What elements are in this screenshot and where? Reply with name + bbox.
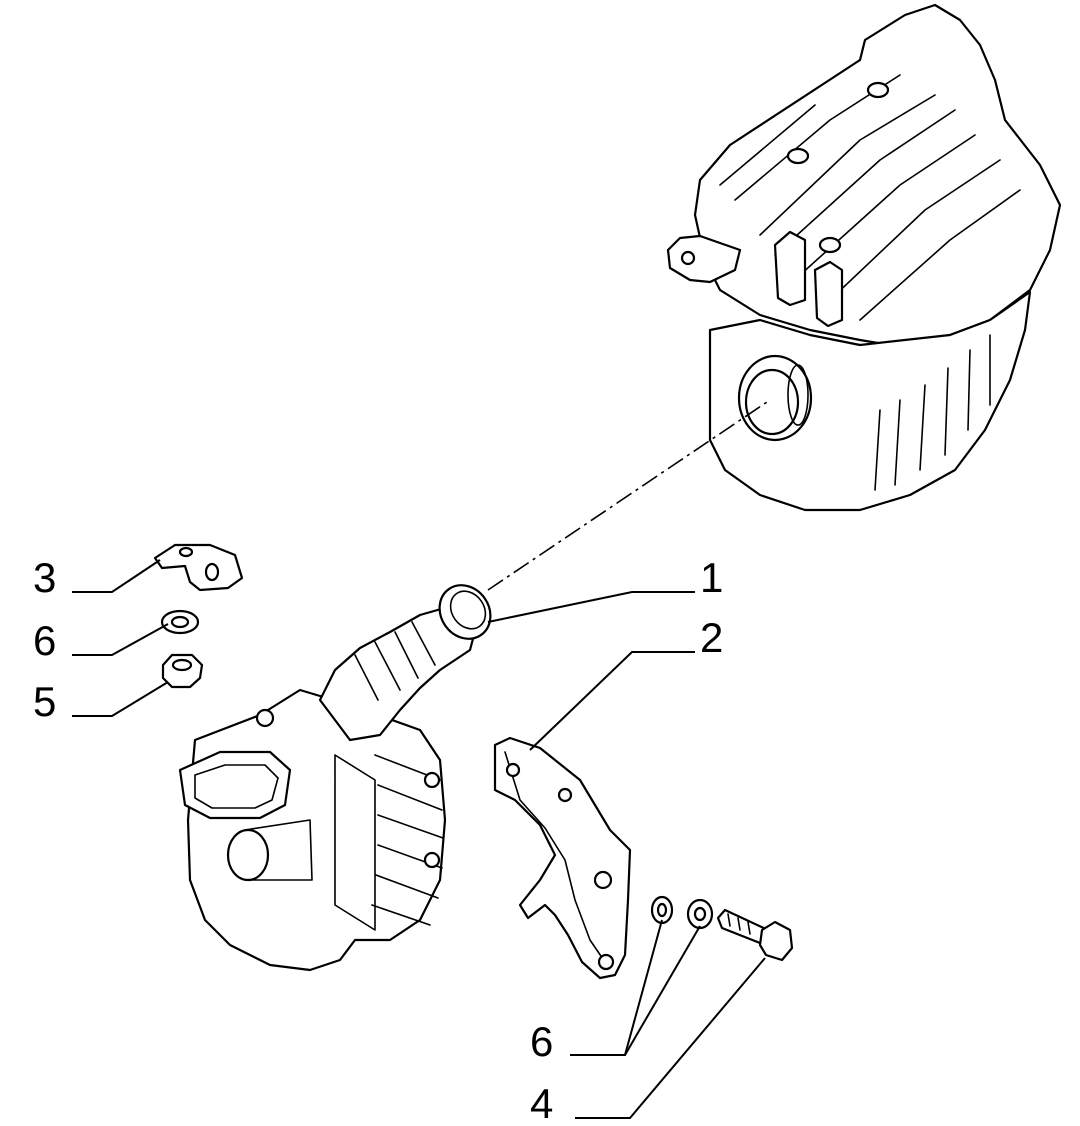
bracket-clip-icon [153, 543, 244, 592]
intake-resonator-icon [178, 584, 492, 972]
callout-label-6-left: 6 [33, 617, 56, 664]
callout-label-1: 1 [700, 554, 723, 601]
washer-icon [160, 609, 200, 635]
air-filter-housing-icon [666, 3, 1062, 512]
callout-label-6-right: 6 [530, 1018, 553, 1065]
callout-label-2: 2 [700, 614, 723, 661]
callout-label-5: 5 [33, 678, 56, 725]
callout-label-3: 3 [33, 554, 56, 601]
callout-label-4: 4 [530, 1080, 553, 1121]
mounting-bracket-icon [493, 736, 632, 980]
hex-nut-icon [161, 653, 204, 689]
hex-bolt-icon [716, 908, 794, 962]
assembly-axis-line [487, 399, 771, 591]
leader-lines [72, 559, 766, 1119]
